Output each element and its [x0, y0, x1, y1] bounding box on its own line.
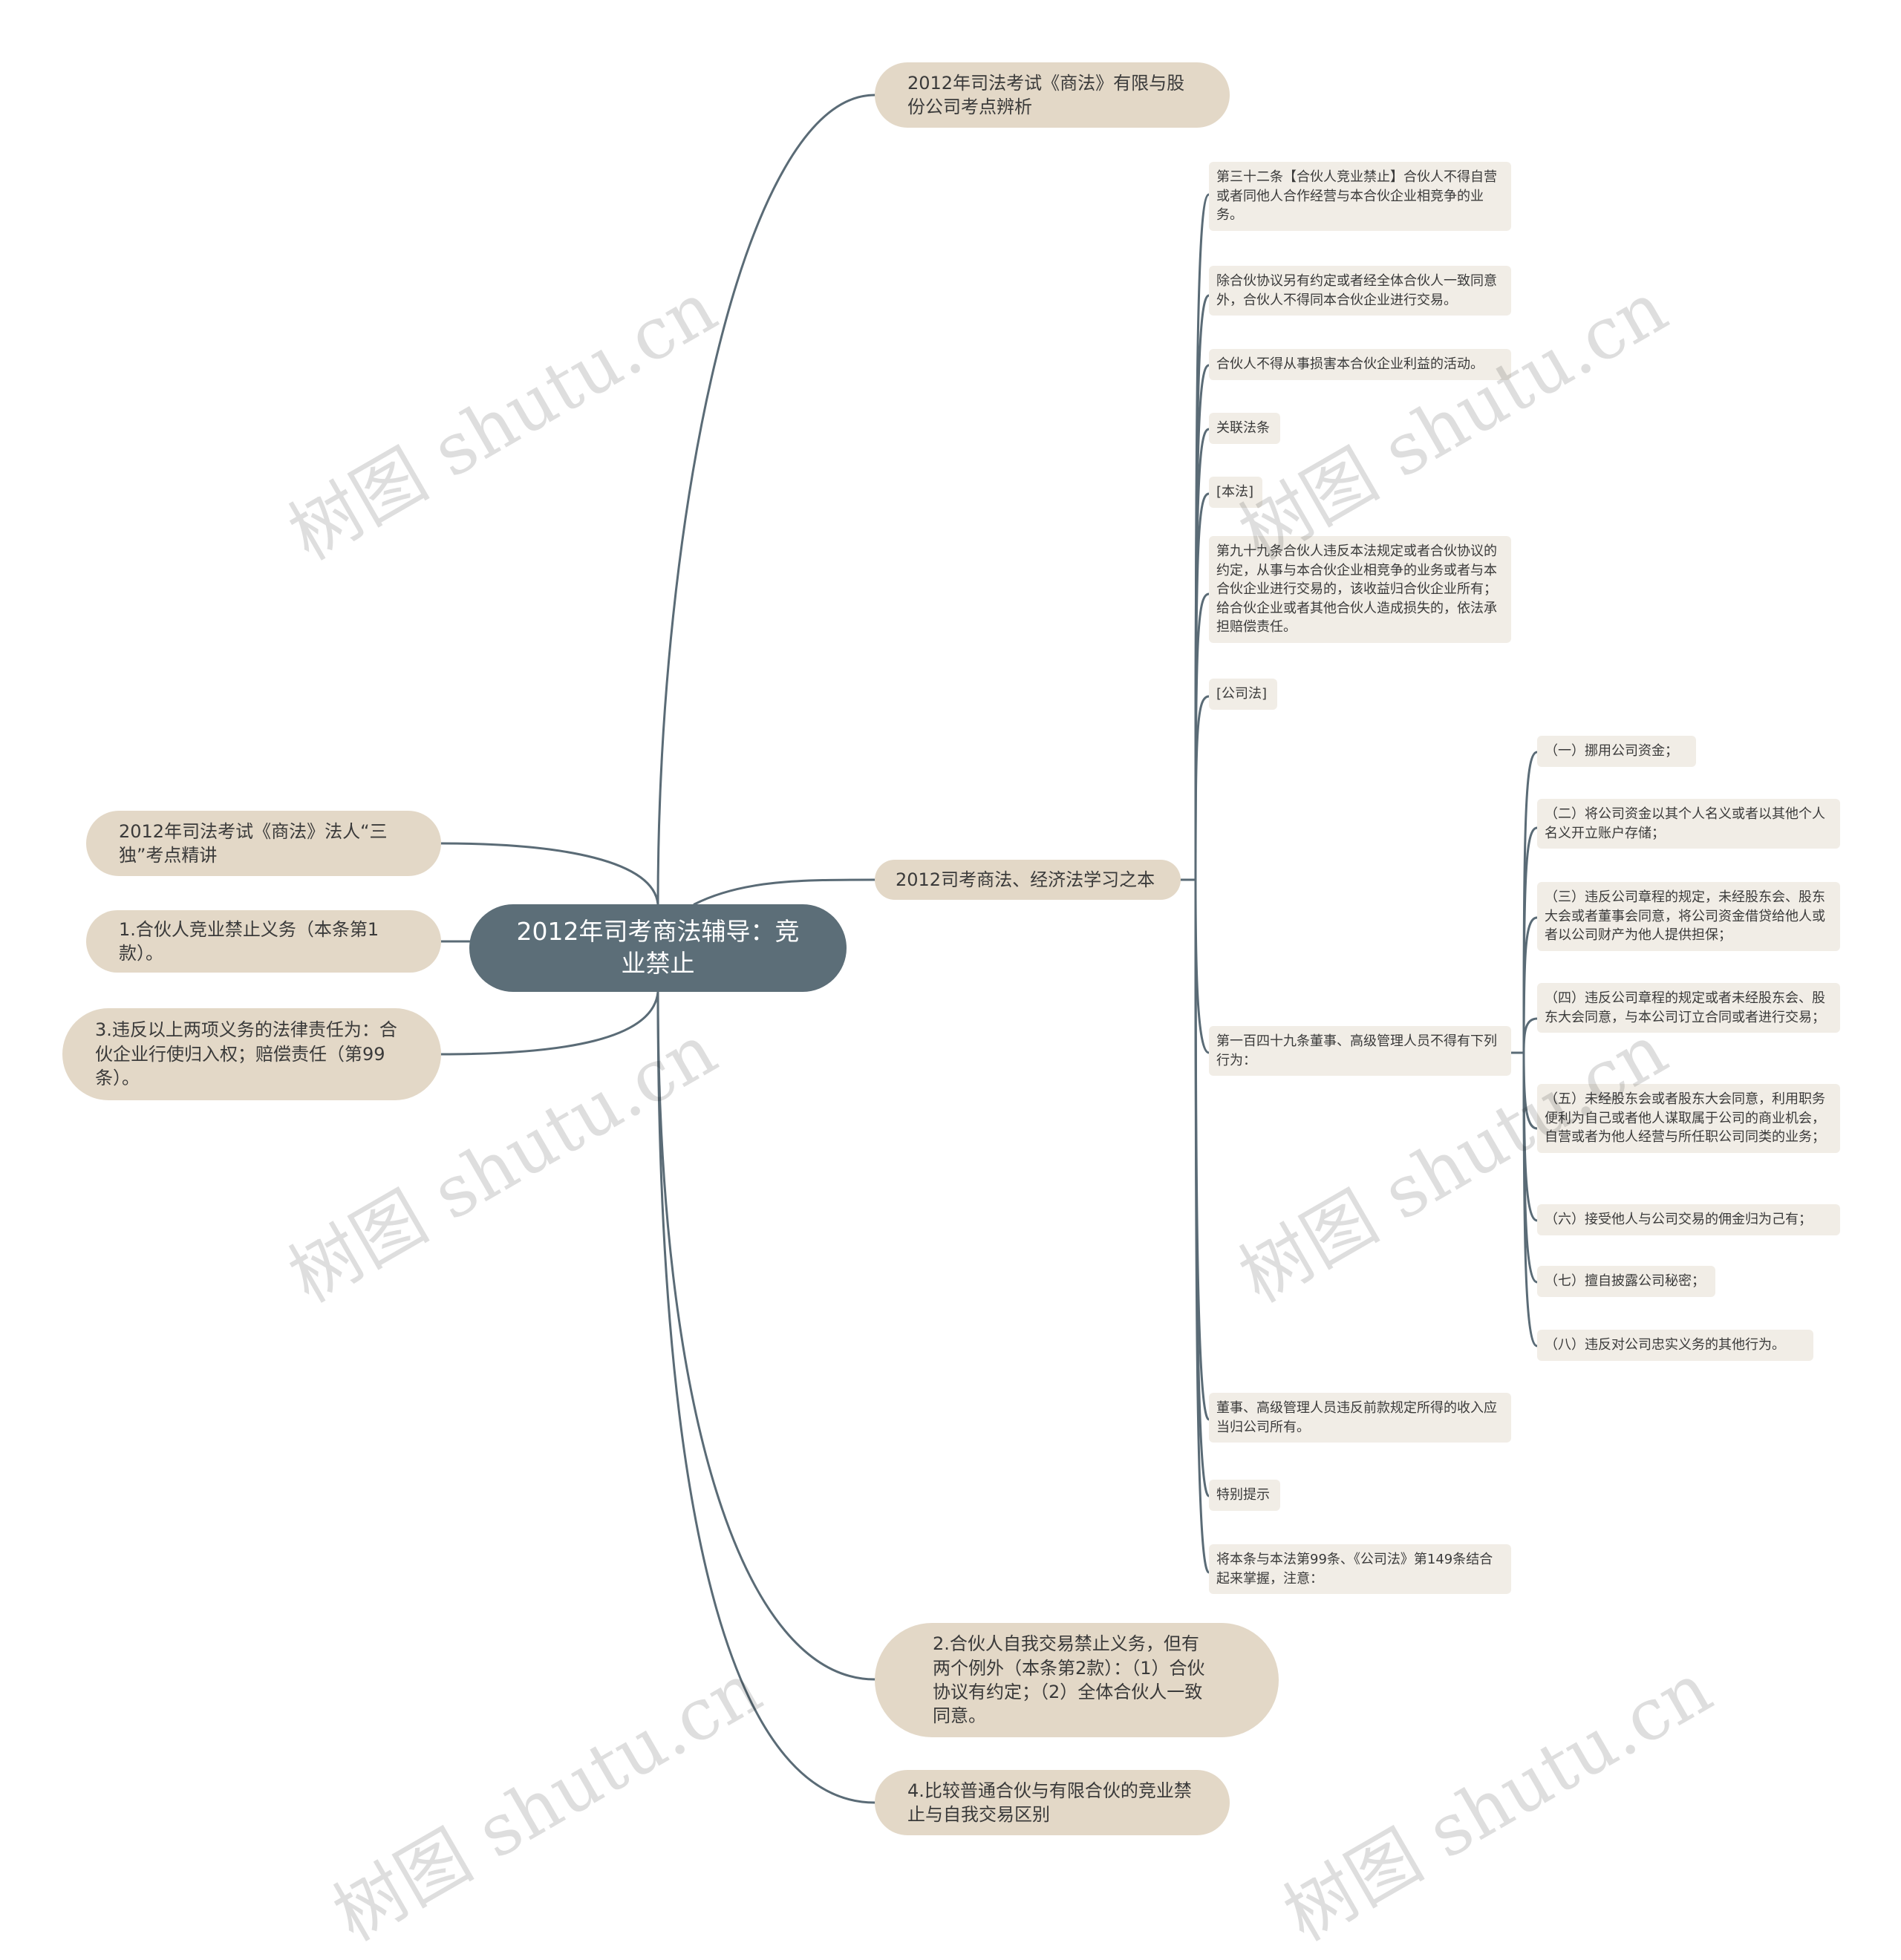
a149-item-1[interactable]: （一）挪用公司资金；: [1537, 736, 1696, 767]
left-node-compete-ban[interactable]: 1.合伙人竞业禁止义务（本条第1款）。: [86, 910, 441, 973]
right-node-self-dealing[interactable]: 2.合伙人自我交易禁止义务，但有两个例外（本条第2款）：（1）合伙协议有约定；（…: [875, 1623, 1279, 1737]
leaf-label: 除合伙协议另有约定或者经全体合伙人一致同意外，合伙人不得同本合伙企业进行交易。: [1216, 273, 1497, 308]
leaf-label: 第三十二条【合伙人竞业禁止】合伙人不得自营或者同他人合作经营与本合伙企业相竞争的…: [1216, 169, 1497, 223]
left-node-label: 1.合伙人竞业禁止义务（本条第1款）。: [119, 918, 379, 964]
a149-item-4[interactable]: （四）违反公司章程的规定或者未经股东会、股东大会同意，与本公司订立合同或者进行交…: [1537, 983, 1840, 1033]
leaf-label: 特别提示: [1216, 1487, 1270, 1503]
edge-root-left-3: [440, 990, 659, 1056]
left-node-label: 2012年司法考试《商法》法人“三独”考点精讲: [119, 820, 388, 866]
left-node-liability[interactable]: 3.违反以上两项义务的法律责任为：合伙企业行使归入权；赔偿责任（第99条）。: [62, 1008, 441, 1100]
right-node-label: 2.合伙人自我交易禁止义务，但有两个例外（本条第2款）：（1）合伙协议有约定；（…: [933, 1633, 1205, 1727]
a149-item-2[interactable]: （二）将公司资金以其个人名义或者以其他个人名义开立账户存储；: [1537, 799, 1840, 849]
right-node-label: 4.比较普通合伙与有限合伙的竞业禁止与自我交易区别: [907, 1780, 1192, 1825]
leaf-combine-note[interactable]: 将本条与本法第99条、《公司法》第149条结合起来掌握，注意：: [1209, 1544, 1511, 1595]
leaf-agreement-exception[interactable]: 除合伙协议另有约定或者经全体合伙人一致同意外，合伙人不得同本合伙企业进行交易。: [1209, 266, 1511, 316]
edge-root-compare: [656, 990, 876, 1804]
edge-root-top: [656, 94, 876, 906]
leaf-label: 合伙人不得从事损害本合伙企业利益的活动。: [1216, 356, 1484, 372]
leaf-label: 第一百四十九条董事、高级管理人员不得有下列行为：: [1216, 1033, 1497, 1068]
leaf-income-to-company[interactable]: 董事、高级管理人员违反前款规定所得的收入应当归公司所有。: [1209, 1393, 1511, 1443]
leaf-label: （五）未经股东会或者股东大会同意，利用职务便利为自己或者他人谋取属于公司的商业机…: [1545, 1091, 1825, 1146]
leaf-label: （六）接受他人与公司交易的佣金归为己有；: [1545, 1212, 1812, 1227]
edge-study-c11: [1194, 878, 1210, 1574]
leaf-label: （四）违反公司章程的规定或者未经股东会、股东大会同意，与本公司订立合同或者进行交…: [1545, 990, 1825, 1025]
leaf-related-articles[interactable]: 关联法条: [1209, 413, 1280, 444]
connector-lines: [440, 94, 1539, 1804]
leaf-this-law[interactable]: [本法]: [1209, 477, 1262, 508]
left-node-sandu[interactable]: 2012年司法考试《商法》法人“三独”考点精讲: [86, 811, 441, 876]
leaf-label: （一）挪用公司资金；: [1545, 743, 1678, 759]
root-label: 2012年司考商法辅导：竞业禁止: [516, 917, 800, 978]
leaf-company-law[interactable]: [公司法]: [1209, 679, 1277, 710]
leaf-label: 董事、高级管理人员违反前款规定所得的收入应当归公司所有。: [1216, 1400, 1497, 1435]
edge-a149-i3: [1522, 916, 1539, 1054]
edge-root-study: [693, 878, 876, 906]
leaf-label: 第九十九条合伙人违反本法规定或者合伙协议的约定，从事与本合伙企业相竞争的业务或者…: [1216, 543, 1497, 636]
right-node-label: 2012司考商法、经济法学习之本: [896, 869, 1155, 890]
a149-item-3[interactable]: （三）违反公司章程的规定，未经股东会、股东大会或者董事会同意，将公司资金借贷给他…: [1537, 882, 1840, 951]
edge-study-c7: [1194, 695, 1210, 881]
leaf-article-149[interactable]: 第一百四十九条董事、高级管理人员不得有下列行为：: [1209, 1026, 1511, 1077]
edge-a149-i8: [1522, 1051, 1539, 1348]
right-node-compare[interactable]: 4.比较普通合伙与有限合伙的竞业禁止与自我交易区别: [875, 1770, 1230, 1835]
leaf-article-99[interactable]: 第九十九条合伙人违反本法规定或者合伙协议的约定，从事与本合伙企业相竞争的业务或者…: [1209, 536, 1511, 643]
a149-item-7[interactable]: （七）擅自披露公司秘密；: [1537, 1266, 1715, 1297]
right-node-study-basis[interactable]: 2012司考商法、经济法学习之本: [875, 860, 1181, 900]
a149-item-6[interactable]: （六）接受他人与公司交易的佣金归为己有；: [1537, 1204, 1840, 1235]
right-node-company-exam[interactable]: 2012年司法考试《商法》有限与股份公司考点辨析: [875, 62, 1230, 128]
root-node[interactable]: 2012年司考商法辅导：竞业禁止: [469, 904, 847, 992]
leaf-label: （八）违反对公司忠实义务的其他行为。: [1545, 1337, 1785, 1353]
a149-item-8[interactable]: （八）违反对公司忠实义务的其他行为。: [1537, 1330, 1813, 1361]
right-node-label: 2012年司法考试《商法》有限与股份公司考点辨析: [907, 72, 1185, 117]
edge-study-c8: [1194, 878, 1210, 1054]
leaf-label: （三）违反公司章程的规定，未经股东会、股东大会或者董事会同意，将公司资金借贷给他…: [1545, 889, 1825, 944]
leaf-label: [公司法]: [1216, 686, 1268, 702]
leaf-article-32[interactable]: 第三十二条【合伙人竞业禁止】合伙人不得自营或者同他人合作经营与本合伙企业相竞争的…: [1209, 162, 1511, 231]
leaf-label: [本法]: [1216, 484, 1254, 500]
leaf-special-note[interactable]: 特别提示: [1209, 1480, 1280, 1511]
leaf-label: 将本条与本法第99条、《公司法》第149条结合起来掌握，注意：: [1216, 1552, 1493, 1587]
leaf-no-harm[interactable]: 合伙人不得从事损害本合伙企业利益的活动。: [1209, 349, 1511, 380]
leaf-label: （七）擅自披露公司秘密；: [1545, 1273, 1705, 1289]
left-node-label: 3.违反以上两项义务的法律责任为：合伙企业行使归入权；赔偿责任（第99条）。: [95, 1019, 397, 1089]
a149-item-5[interactable]: （五）未经股东会或者股东大会同意，利用职务便利为自己或者他人谋取属于公司的商业机…: [1537, 1084, 1840, 1153]
edge-a149-i5: [1522, 1051, 1539, 1130]
edge-a149-i4: [1522, 1017, 1539, 1054]
edge-root-left-1: [440, 842, 659, 906]
edge-root-exception: [656, 990, 876, 1681]
leaf-label: （二）将公司资金以其个人名义或者以其他个人名义开立账户存储；: [1545, 806, 1825, 841]
leaf-label: 关联法条: [1216, 420, 1270, 436]
